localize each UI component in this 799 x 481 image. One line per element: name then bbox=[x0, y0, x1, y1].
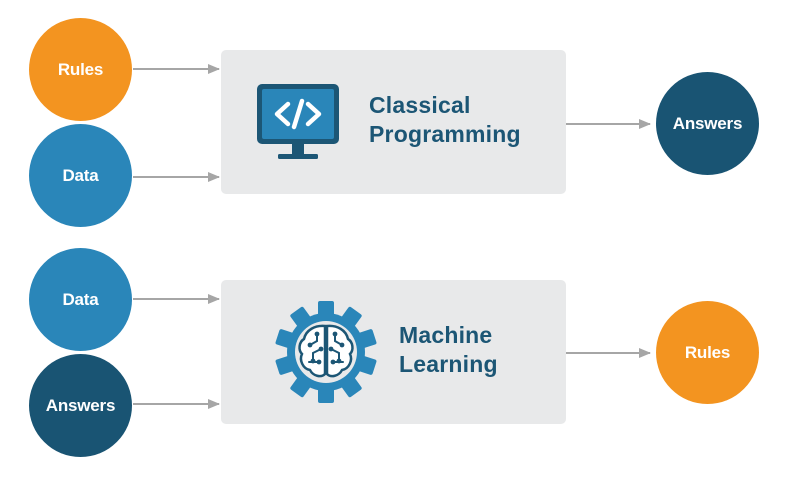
output-answers-label: Answers bbox=[672, 113, 743, 133]
ml-input-answers-label: Answers bbox=[45, 395, 116, 415]
classical-programming-box: Classical Programming bbox=[221, 50, 566, 194]
ml-title-line2: Learning bbox=[399, 351, 498, 377]
classical-programming-title: Classical Programming bbox=[369, 91, 521, 149]
input-rules-circle: Rules bbox=[29, 18, 132, 121]
output-rules-label: Rules bbox=[684, 342, 731, 362]
classical-title-line1: Classical bbox=[369, 92, 471, 118]
ml-input-data-circle: Data bbox=[29, 248, 132, 351]
gear-brain-icon bbox=[275, 301, 377, 403]
machine-learning-box: Machine Learning bbox=[221, 280, 566, 424]
output-rules-circle: Rules bbox=[656, 301, 759, 404]
input-data-label: Data bbox=[62, 165, 99, 185]
output-answers-circle: Answers bbox=[656, 72, 759, 175]
input-rules-label: Rules bbox=[57, 59, 104, 79]
ml-title-line1: Machine bbox=[399, 322, 493, 348]
computer-code-icon bbox=[257, 84, 339, 159]
classical-title-line2: Programming bbox=[369, 121, 521, 147]
ml-input-data-label: Data bbox=[62, 289, 99, 309]
ml-input-answers-circle: Answers bbox=[29, 354, 132, 457]
input-data-circle: Data bbox=[29, 124, 132, 227]
machine-learning-title: Machine Learning bbox=[399, 321, 498, 379]
